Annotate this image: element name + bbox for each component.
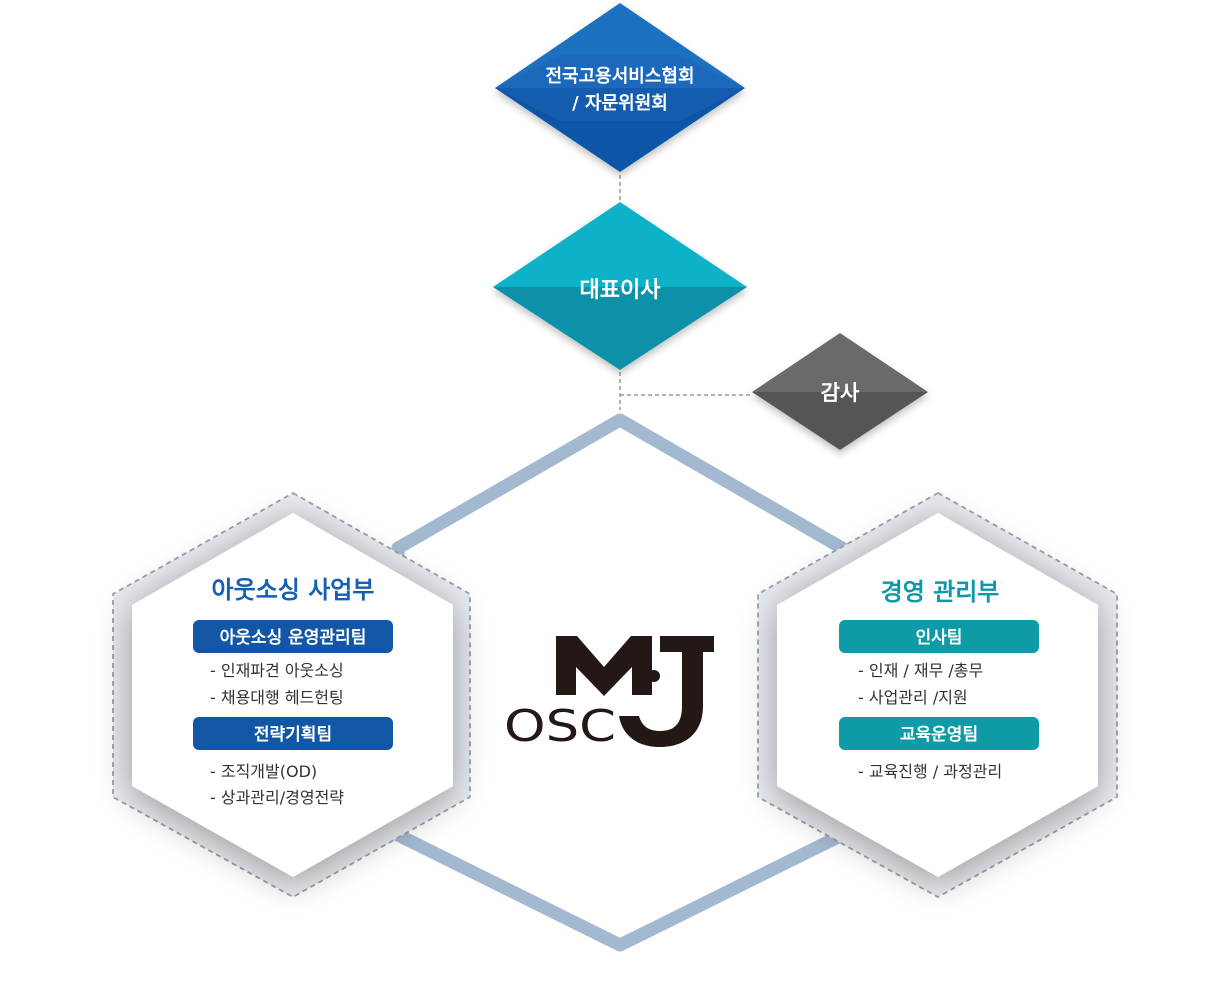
management-division-title: 경영 관리부 [881, 578, 1000, 606]
top-node-diamond [495, 3, 745, 172]
outsourcing-team-2-name: 전략기획팀 [254, 725, 332, 745]
outsourcing-division-title: 아웃소싱 사업부 [212, 576, 375, 604]
management-team-1-task-1: - 인재 / 재무 /총무 [858, 661, 983, 680]
outsourcing-team-2-task-1: - 조직개발(OD) [210, 762, 317, 781]
management-team-2-task-1: - 교육진행 / 과정관리 [858, 762, 1002, 781]
outsourcing-team-1: 아웃소싱 운영관리팀 [193, 620, 393, 653]
outsourcing-team-2: 전략기획팀 [193, 717, 393, 750]
mj-osc-logo: OSC [504, 636, 714, 752]
management-team-2: 교육운영팀 [839, 717, 1039, 750]
outsourcing-team-1-task-2: - 채용대행 헤드헌팅 [210, 688, 344, 707]
management-division-hex [757, 492, 1118, 898]
logo-j-letter [619, 636, 714, 747]
logo-dot [648, 670, 660, 682]
outsourcing-division-hex [112, 492, 471, 898]
outsourcing-team-1-name: 아웃소싱 운영관리팀 [220, 628, 367, 648]
outsourcing-team-2-task-2: - 상과관리/경영전략 [210, 788, 344, 807]
outsourcing-team-1-task-1: - 인재파견 아웃소싱 [210, 661, 344, 680]
ceo-node-diamond [493, 202, 747, 370]
management-team-1-task-2: - 사업관리 /지원 [858, 688, 968, 707]
top-node-line2: / 자문위원회 [572, 93, 668, 114]
ceo-node-label: 대표이사 [580, 278, 662, 303]
audit-node-diamond [752, 333, 928, 450]
audit-node-label: 감사 [821, 381, 860, 405]
connector-lines [619, 175, 752, 410]
management-team-2-name: 교육운영팀 [900, 725, 978, 745]
logo-m-letter [556, 636, 652, 696]
management-team-1: 인사팀 [839, 620, 1039, 653]
management-team-1-name: 인사팀 [916, 628, 963, 648]
logo-osc-text: OSC [504, 701, 616, 752]
top-node-line1: 전국고용서비스협회 [545, 65, 694, 87]
